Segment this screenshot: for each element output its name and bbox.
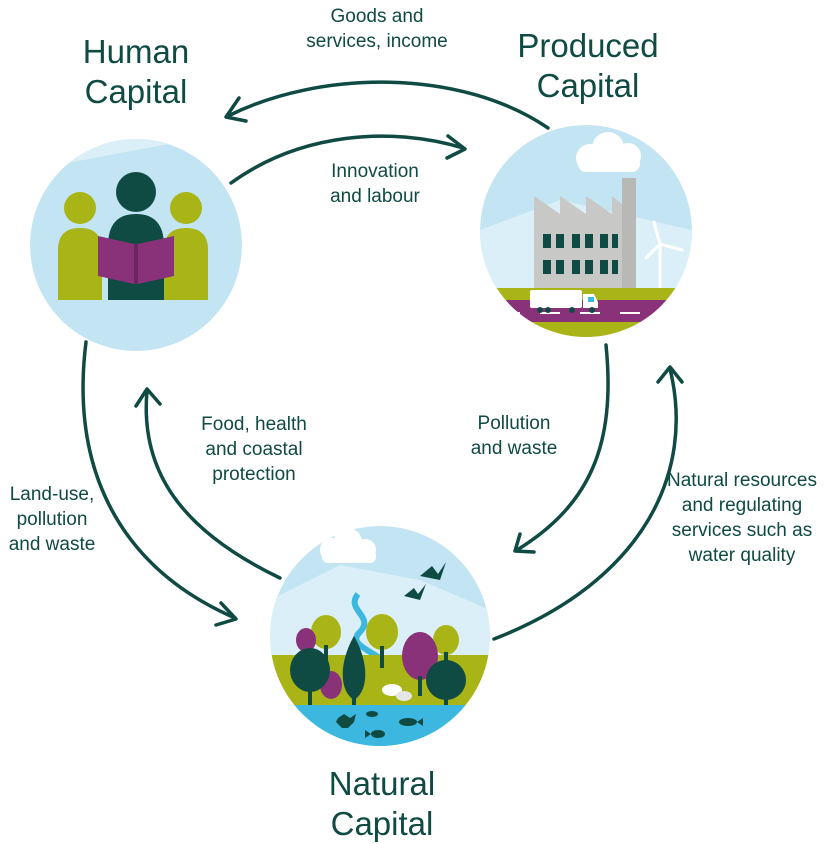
arrowhead-human-to-produced	[445, 134, 467, 160]
human-capital-title: Human Capital	[82, 33, 190, 110]
arrowhead-natural-to-human	[134, 387, 162, 408]
arrowhead-produced-to-human	[224, 96, 248, 123]
natural-capital-title: Natural Capital	[328, 765, 436, 842]
label-innovation-and-labour: Innovation and labour	[330, 161, 420, 207]
produced-capital-title: Produced Capital	[517, 27, 659, 104]
label-pollution-and-waste: Pollution and waste	[470, 413, 558, 459]
arrowhead-human-to-natural	[214, 601, 238, 627]
human-capital-illustration	[30, 139, 242, 351]
arrowhead-natural-to-produced	[656, 365, 684, 384]
arrowhead-produced-to-natural	[513, 532, 536, 554]
arrow-natural-to-produced	[492, 367, 678, 641]
natural-capital-illustration	[270, 526, 490, 746]
label-food-health-coastal: Food, health and coastal protection	[201, 414, 307, 485]
arrow-human-to-produced	[229, 134, 465, 185]
label-natural-resources: Natural resources and regulating service…	[667, 470, 817, 566]
arrow-human-to-natural	[81, 340, 237, 620]
arrow-produced-to-natural	[515, 343, 610, 552]
label-land-use-pollution: Land-use, pollution and waste	[8, 484, 96, 555]
produced-capital-illustration	[480, 125, 692, 337]
arrow-produced-to-human	[226, 80, 550, 130]
arrow-natural-to-human	[144, 389, 282, 580]
label-goods-and-services: Goods and services, income	[306, 6, 448, 52]
